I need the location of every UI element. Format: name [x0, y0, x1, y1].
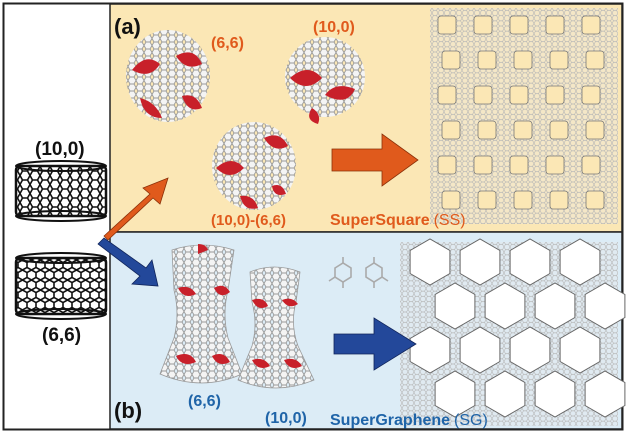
hexagonal-pore	[459, 238, 501, 286]
panel-b-label-66: (6,6)	[188, 393, 221, 410]
panel-a-product: SuperSquare (SS)	[330, 212, 466, 230]
junction-cluster-icon-mixed	[212, 122, 296, 210]
product-abbr-sg: (SG)	[454, 412, 488, 429]
bone-junction-icon-100	[237, 266, 315, 389]
square-pore	[477, 120, 497, 140]
square-pore	[509, 85, 529, 105]
arrow-icon-b-right	[333, 317, 417, 371]
square-pore	[581, 155, 601, 175]
product-name-supersquare: SuperSquare	[330, 212, 430, 229]
square-pore	[441, 120, 461, 140]
hexagonal-pore	[584, 370, 626, 418]
arrow-icon-a-right	[331, 133, 419, 187]
hexagonal-pore	[484, 370, 526, 418]
square-pore	[513, 190, 533, 210]
hexagonal-pore	[559, 326, 601, 374]
hexagonal-pore	[559, 238, 601, 286]
arrow-icon-a-up	[103, 177, 169, 241]
square-pore	[473, 85, 493, 105]
square-pore	[477, 190, 497, 210]
panel-a-label-100: (10,0)	[313, 19, 355, 36]
hexagonal-pore	[459, 326, 501, 374]
square-pore	[437, 15, 457, 35]
square-pore	[585, 120, 605, 140]
square-pore	[513, 120, 533, 140]
hexagonal-pore	[484, 282, 526, 330]
hexagonal-pore	[434, 370, 476, 418]
bone-junction-icon-66	[159, 244, 243, 384]
square-pore	[513, 50, 533, 70]
square-pore	[473, 15, 493, 35]
square-pore	[585, 50, 605, 70]
left-label-100: (10,0)	[35, 139, 85, 160]
left-label-66: (6,6)	[42, 325, 82, 346]
panel-a-letter: (a)	[114, 14, 141, 39]
square-pore	[509, 155, 529, 175]
square-pore	[441, 50, 461, 70]
square-pore	[549, 120, 569, 140]
nanotube-armchair-icon	[14, 252, 108, 320]
square-pore	[545, 85, 565, 105]
panel-b-label-100: (10,0)	[265, 410, 307, 427]
square-pore	[581, 15, 601, 35]
panel-b-letter: (b)	[114, 398, 143, 423]
arrow-icon-b-down	[97, 237, 159, 287]
hexagonal-pore	[534, 370, 576, 418]
hexagonal-pore	[509, 238, 551, 286]
square-pore	[545, 155, 565, 175]
hexagonal-pore	[584, 282, 626, 330]
square-pore	[585, 190, 605, 210]
nanotube-zigzag-icon	[14, 160, 108, 222]
hexagonal-pore	[434, 282, 476, 330]
square-pore	[549, 190, 569, 210]
panel-a-label-66: (6,6)	[211, 35, 244, 52]
junction-cluster-icon-100	[285, 37, 365, 124]
square-pore	[509, 15, 529, 35]
hexagonal-pore	[534, 282, 576, 330]
hexagonal-pore	[409, 326, 451, 374]
square-pore	[477, 50, 497, 70]
product-name-supergraphene: SuperGraphene	[330, 412, 451, 429]
hexagonal-pore	[509, 326, 551, 374]
square-pore	[545, 15, 565, 35]
hexagonal-pore	[409, 238, 451, 286]
square-lattice-icon	[430, 8, 618, 224]
square-pore	[581, 85, 601, 105]
square-pore	[437, 155, 457, 175]
panel-b-product: SuperGraphene (SG)	[330, 412, 488, 430]
hexagonal-lattice-icon	[400, 238, 626, 426]
square-pore	[441, 190, 461, 210]
product-abbr-ss: (SS)	[433, 212, 466, 229]
square-pore	[437, 85, 457, 105]
square-pore	[549, 50, 569, 70]
square-pore	[473, 155, 493, 175]
panel-a-label-junction: (10,0)-(6,6)	[211, 212, 287, 229]
junction-cluster-icon-66	[126, 30, 210, 122]
small-molecule-icon	[328, 257, 389, 288]
